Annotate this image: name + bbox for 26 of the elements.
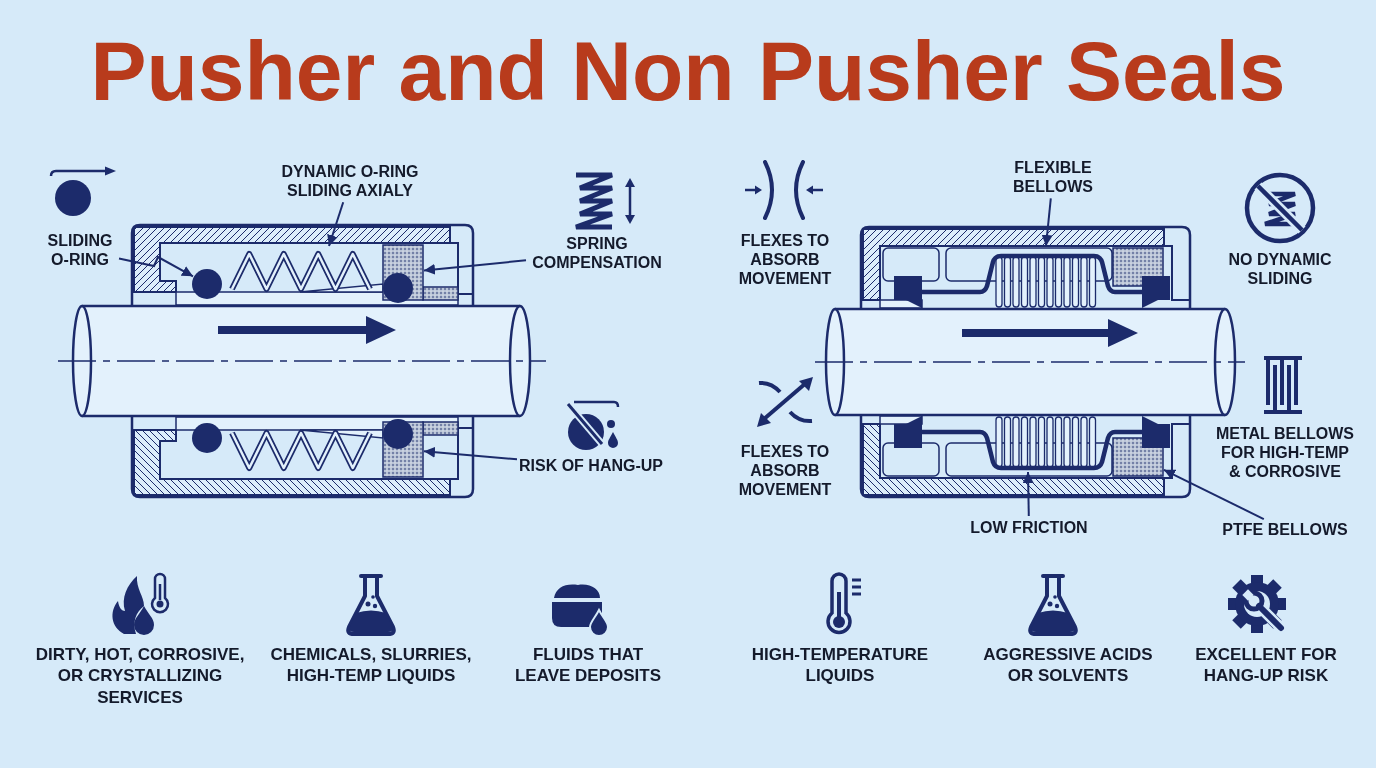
application-label: EXCELLENT FOR HANG-UP RISK: [1194, 644, 1338, 687]
callout-label: SPRING COMPENSATION: [528, 234, 666, 273]
callout-label: FLEXIBLE BELLOWS: [1009, 158, 1097, 197]
application-label: FLUIDS THAT LEAVE DEPOSITS: [513, 644, 663, 687]
callout-label: SLIDING O-RING: [43, 231, 117, 270]
callout-label: RISK OF HANG-UP: [519, 456, 663, 476]
application-label: AGGRESSIVE ACIDS OR SOLVENTS: [982, 644, 1154, 687]
leader-arrow: [327, 201, 345, 247]
leader-arrow: [1162, 468, 1265, 521]
application-label: DIRTY, HOT, CORROSIVE, OR CRYSTALLIZING SERVICES: [34, 644, 246, 708]
feature-label: FLEXES TO ABSORB MOVEMENT: [737, 231, 833, 289]
leader-arrow: [423, 259, 527, 275]
callout-label: DYNAMIC O-RING SLIDING AXIALY: [277, 162, 423, 201]
leader-arrow: [1022, 471, 1034, 517]
application-label: HIGH-TEMPERATURE LIQUIDS: [750, 644, 930, 687]
leader-arrow: [118, 255, 194, 278]
application-label: CHEMICALS, SLURRIES, HIGH-TEMP LIQUIDS: [269, 644, 473, 687]
callout-label: PTFE BELLOWS: [1222, 520, 1348, 540]
leader-arrow: [1041, 197, 1053, 247]
o-ring: [192, 269, 222, 299]
page-title: Pusher and Non Pusher Seals: [90, 29, 1286, 113]
callout-label: LOW FRICTION: [970, 518, 1088, 538]
leader-arrow: [423, 446, 518, 461]
feature-label: FLEXES TO ABSORB MOVEMENT: [737, 442, 833, 500]
feature-label: NO DYNAMIC SLIDING: [1227, 250, 1333, 289]
feature-label: METAL BELLOWS FOR HIGH-TEMP & CORROSIVE: [1214, 424, 1356, 482]
